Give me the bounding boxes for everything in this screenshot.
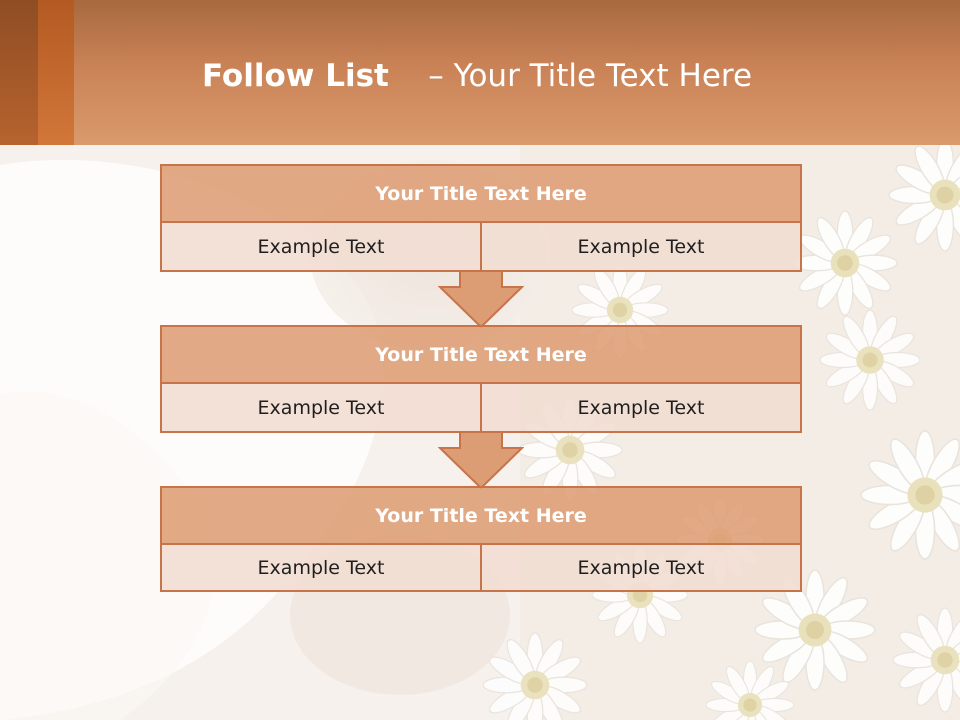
block-cell-right: Example Text [480,543,802,592]
block-cell-left: Example Text [160,382,482,433]
block-cell-left: Example Text [160,221,482,272]
block-cell-right: Example Text [480,382,802,433]
block-title: Your Title Text Here [160,325,802,384]
slide-title-rest: – Your Title Text Here [428,58,753,94]
header-accent-stripe [0,0,38,145]
slide-title: Follow List – Your Title Text Here [202,56,752,100]
down-arrow-icon [438,271,524,329]
header-accent-stripe [38,0,74,145]
block-title: Your Title Text Here [160,164,802,223]
block-cell-left: Example Text [160,543,482,592]
down-arrow-icon [438,432,524,490]
block-title: Your Title Text Here [160,486,802,545]
block-cell-right: Example Text [480,221,802,272]
header-bar: Follow List – Your Title Text Here [0,0,960,145]
slide-title-bold: Follow List [202,58,389,94]
